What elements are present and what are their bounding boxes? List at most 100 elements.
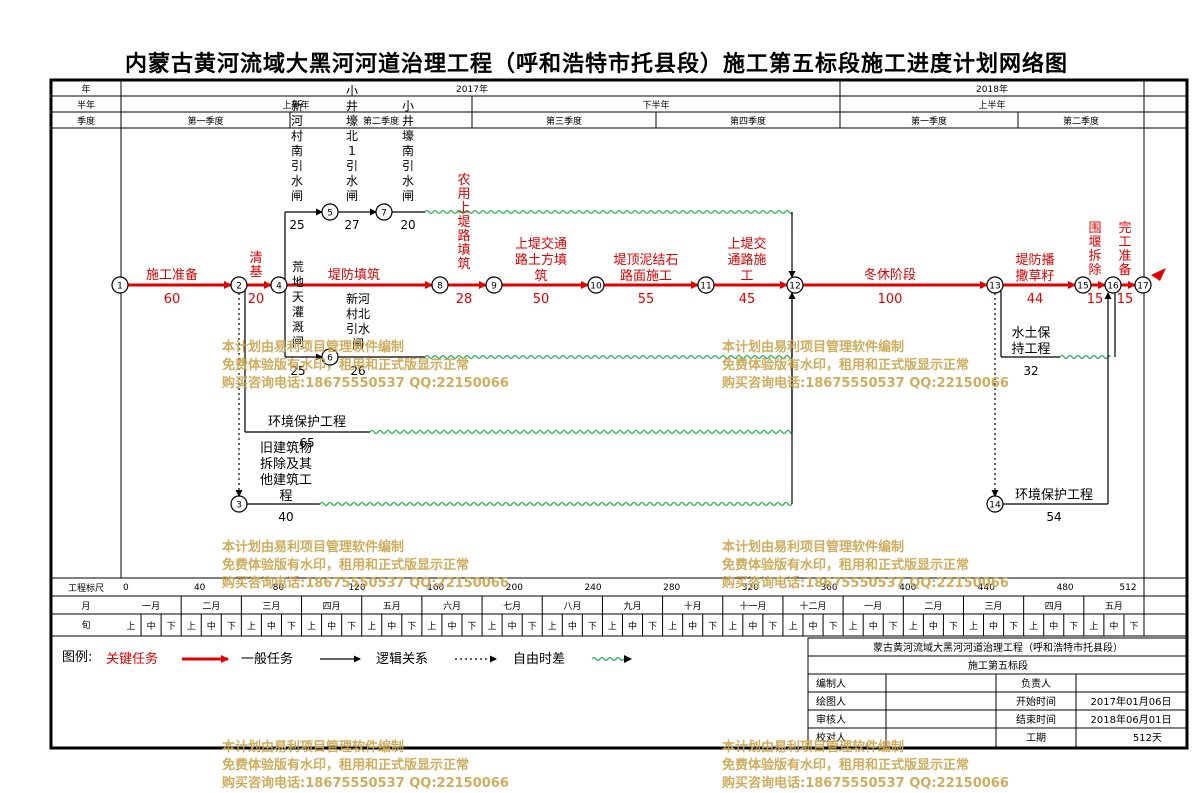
xun-cell: 下 (407, 622, 416, 632)
node-circle (587, 276, 605, 294)
xun-cell: 下 (648, 622, 657, 632)
task-name: 引 (402, 159, 414, 173)
quarter-label: 第二季度 (1063, 115, 1099, 127)
month-cell: 十二月 (800, 600, 827, 612)
xun-cell: 上 (668, 621, 677, 632)
xun-cell: 上 (849, 621, 858, 632)
task-duration: 45 (739, 292, 756, 307)
task-name: 基 (249, 265, 262, 280)
node-number: 1 (117, 282, 123, 292)
scale-tick: 320 (742, 583, 759, 593)
month-cell: 三月 (262, 601, 280, 612)
task-duration: 44 (1027, 292, 1044, 307)
xun-cell: 下 (347, 622, 356, 632)
month-cell: 五月 (1105, 601, 1123, 612)
xun-cell: 上 (427, 621, 436, 632)
info-project: 蒙古黄河流域大黑河河道治理工程（呼和浩特市托县段） (873, 641, 1123, 654)
task-name: 北 (346, 129, 358, 143)
task-name: 壕 (346, 113, 358, 128)
info-end-label: 结束时间 (1016, 713, 1056, 726)
scale-tick: 360 (820, 583, 837, 593)
float-wave (424, 354, 793, 360)
task-name: 冬休阶段 (864, 267, 916, 283)
task-duration: 20 (248, 292, 265, 307)
node-2: 2 (230, 276, 248, 294)
task-name: 拆 (1088, 249, 1101, 264)
xun-cell: 上 (728, 621, 737, 632)
task-name: 南 (291, 143, 303, 158)
task-name: 闸 (291, 189, 303, 203)
xun-cell: 下 (287, 622, 296, 632)
scale-label: 工程标尺 (68, 582, 104, 594)
info-duration-label: 工期 (1026, 732, 1046, 744)
task-name: 引水 (346, 322, 370, 336)
year-2018: 2018年 (976, 83, 1008, 95)
node-number: 5 (327, 209, 333, 219)
finish-flag (1151, 268, 1166, 281)
float-wave (1059, 354, 1111, 360)
half-3: 上半年 (978, 99, 1005, 111)
task-name: 通路施 (727, 252, 766, 268)
task-duration: 32 (1023, 364, 1038, 378)
xun-cell: 下 (768, 622, 777, 632)
task-name: 闸 (292, 335, 304, 349)
task-name: 新 (291, 98, 303, 113)
task-name: 拆除及其 (260, 457, 312, 472)
node-number: 9 (491, 282, 497, 292)
node-9: 9 (485, 276, 503, 294)
task-duration: 65 (299, 436, 314, 450)
xun-cell: 上 (1089, 621, 1098, 632)
node-3: 3 (230, 495, 248, 513)
task-name: 河 (291, 114, 303, 128)
task-name: 水 (346, 174, 358, 188)
node-5: 5 (321, 203, 339, 221)
year-2017: 2017年 (456, 83, 488, 95)
task-duration: 40 (278, 510, 293, 524)
info-duration-value: 512天 (1133, 733, 1162, 744)
xun-cell: 中 (748, 620, 757, 632)
info-checker-label: 校对人 (816, 731, 846, 744)
task-name: 除 (1088, 263, 1101, 278)
info-start-label: 开始时间 (1016, 695, 1056, 708)
node-number: 6 (327, 354, 333, 364)
month-cell: 四月 (1045, 601, 1063, 612)
task-name: 上堤交 (727, 236, 766, 252)
legend-float-label: 自由时差 (513, 652, 565, 667)
header-row-label: 季度 (77, 115, 95, 127)
node-number: 2 (236, 282, 242, 292)
node-number: 13 (989, 282, 1000, 292)
task-name: 填 (457, 243, 470, 258)
xun-cell: 下 (1129, 622, 1138, 632)
task-name: 地 (292, 275, 304, 289)
node-circle (485, 276, 503, 294)
task-name: 天 (292, 290, 304, 304)
node-8: 8 (431, 276, 449, 294)
half-2: 下半年 (642, 99, 669, 111)
task-name: 他建筑工 (260, 472, 312, 488)
node-number: 8 (437, 282, 443, 292)
task-name: 路土方填 (515, 252, 567, 268)
info-editor-label: 编制人 (816, 677, 846, 690)
node-4: 4 (270, 276, 288, 294)
node-number: 11 (700, 282, 711, 292)
legend-critical-label: 关键任务 (106, 651, 158, 667)
xun-cell: 上 (247, 621, 256, 632)
xun-cell: 下 (528, 622, 537, 632)
float-wave (369, 429, 793, 435)
task-name: 小 (402, 99, 414, 113)
xun-cell: 下 (468, 622, 477, 632)
node-circle (230, 495, 248, 513)
task-name: 村北 (346, 307, 370, 321)
node-circle (321, 203, 339, 221)
xun-cell: 中 (267, 620, 276, 632)
legend-float-wave (591, 656, 625, 662)
task-name: 堤 (457, 215, 470, 230)
node-circle (1104, 276, 1122, 294)
xun-cell: 中 (809, 620, 818, 632)
info-section: 施工第五标段 (968, 659, 1028, 672)
task-name: 南 (402, 143, 414, 158)
xun-cell: 中 (869, 620, 878, 632)
legend-label: 图例: (62, 650, 92, 665)
node-circle (230, 276, 248, 294)
